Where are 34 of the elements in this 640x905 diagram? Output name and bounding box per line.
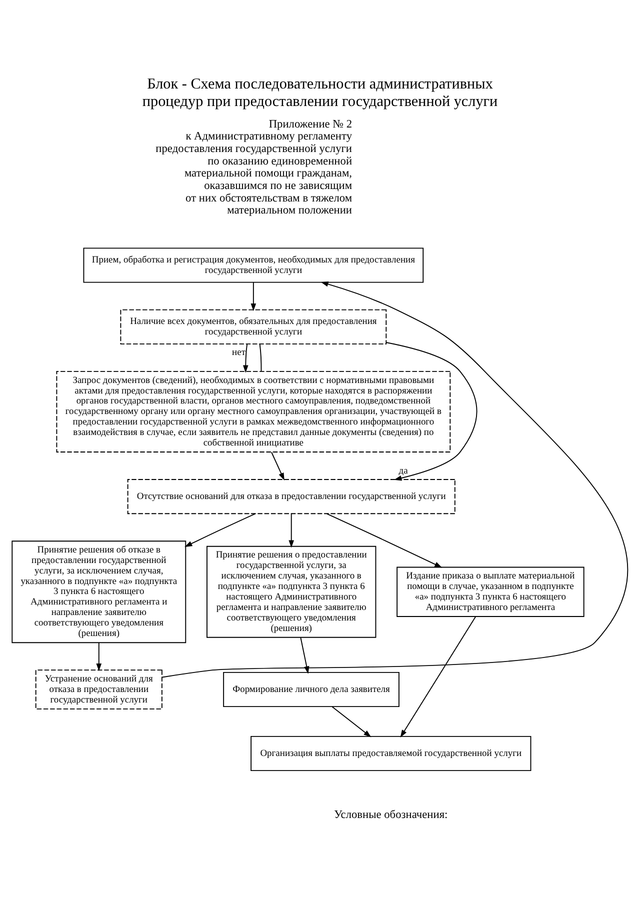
- label: Условные обозначения:: [334, 809, 448, 822]
- node-box: Наличие всех документов, обязательных для предоставления государственной услуги: [120, 309, 387, 344]
- label: Приложение № 2: [268, 118, 352, 130]
- arrow: [271, 452, 284, 480]
- arrow: [250, 282, 256, 312]
- node-box: Издание приказа о выплате материальной помощи в случае, указанном в подпункте «а» подпункта 3 пункта 6 настоящего Административного регламента: [396, 566, 584, 617]
- connector: [259, 344, 262, 372]
- node-box: Отсутствие оснований для отказа в предоставлении государственной услуги: [127, 479, 456, 514]
- diagram-title: Блок - Схема последовательности административных процедур при предоставлении государственной услуги: [142, 76, 498, 110]
- arrow: [184, 513, 256, 547]
- node-box: Принятие решения об отказе в предоставлении государственной услуги, за исключением случая, указанного в подпункте «а» подпункта 3 пункта 6 настоящего Административного регламента и направление заявителю соответствующего уведомления (решения): [12, 540, 186, 644]
- arrow: [332, 706, 372, 738]
- node-box: Прием, обработка и регистрация документов, необходимых для предоставления государственной услуги: [83, 248, 424, 283]
- arrow: [242, 344, 248, 373]
- node-box: Запрос документов (сведений), необходимых в соответствии с нормативными правовыми актами для предоставления государственной услуги, которые находятся в распоряжении органов государственной власти, органов местного самоуправления, подведомственной государственному органу или органу местного самоуправления организации, участвующей в предоставлении государственной услуги в рамках межведомственного информационного взаимодействия в случае, если заявитель не представил данные документы (сведения) по собственной инициативе: [56, 370, 451, 452]
- label: материальной помощи гражданам,: [184, 168, 352, 180]
- label: оказавшимся по не зависящим: [204, 180, 352, 192]
- edge-label: да: [398, 466, 408, 477]
- node-box: Организация выплаты предоставляемой государственной услуги: [250, 736, 532, 772]
- node-box: Формирование личного дела заявителя: [223, 672, 400, 708]
- arrow: [288, 513, 294, 548]
- arrow: [326, 513, 442, 568]
- label: материальном положении: [227, 204, 352, 217]
- arrow: [96, 642, 102, 672]
- label: от них обстоятельствам в тяжелом: [186, 192, 352, 204]
- label: предоставления государственной услуги: [156, 143, 352, 156]
- arrow: [400, 616, 476, 738]
- label: по оказанию единовременной: [208, 155, 352, 168]
- arrow: [386, 342, 478, 481]
- node-box: Устранение оснований для отказа в предоставлении государственной услуги: [35, 670, 162, 710]
- label: к Административному регламенту: [186, 130, 352, 143]
- arrow: [162, 282, 628, 678]
- edge-label: нет: [232, 348, 246, 358]
- node-box: Принятие решения о предоставлении государственной услуги, за исключением случая, указанного в подпункте «а» подпункта 3 пункта 6 настоящего Административного регламента и направление заявителю соответствующего уведомления (решения): [206, 546, 376, 638]
